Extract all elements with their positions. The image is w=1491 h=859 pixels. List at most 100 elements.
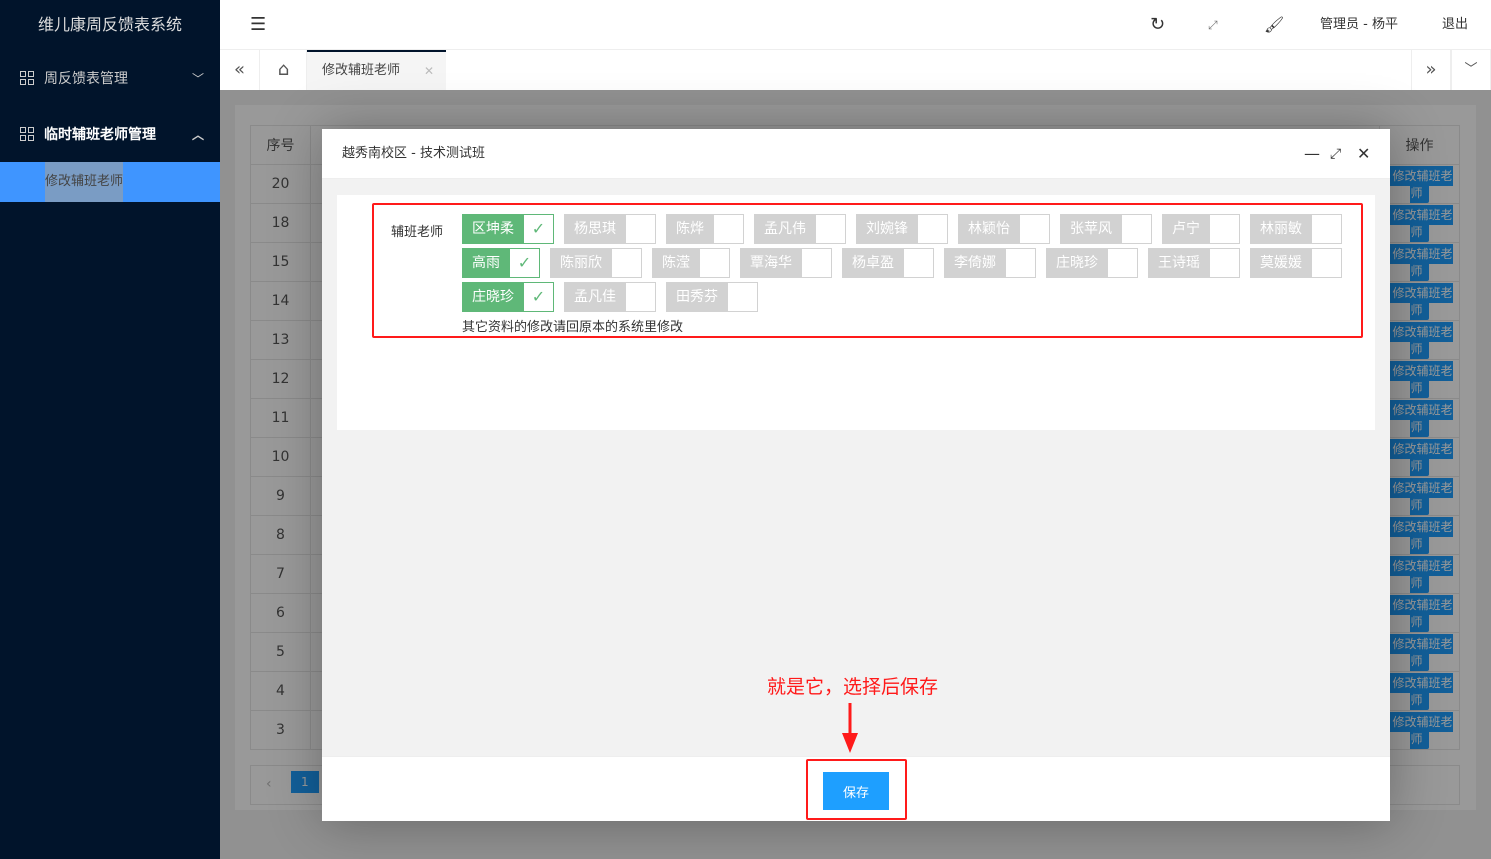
checkbox-box	[1006, 248, 1036, 278]
modal-header: 越秀南校区 - 技术测试班 — ⤢ ✕	[322, 129, 1390, 179]
teacher-name: 庄晓珍	[1046, 248, 1108, 278]
teacher-name: 李倚娜	[944, 248, 1006, 278]
sidebar-item-label: 临时辅班老师管理	[44, 127, 156, 143]
sidebar-subitem-label: 修改辅班老师	[45, 162, 124, 202]
edit-teacher-row-button[interactable]: 修改辅班老师	[1386, 361, 1453, 398]
teacher-checkbox[interactable]: 张苹风	[1060, 214, 1152, 244]
teacher-checkbox[interactable]: 刘婉锋	[856, 214, 948, 244]
checkbox-box	[1020, 214, 1050, 244]
chevron-down-icon: ﹀	[191, 72, 204, 86]
teacher-checkbox[interactable]: 林颖怡	[958, 214, 1050, 244]
logout-link[interactable]: 退出	[1442, 17, 1469, 32]
sidebar-item-temp-teacher[interactable]: 临时辅班老师管理 ︿	[0, 106, 220, 162]
row-index: 3	[250, 710, 311, 750]
theme-brush-icon[interactable]: 🖌	[1264, 15, 1285, 34]
teacher-checkbox[interactable]: 庄晓珍	[1046, 248, 1138, 278]
check-icon: ✓	[510, 248, 540, 278]
grid-icon	[20, 127, 34, 141]
menu-toggle-icon[interactable]: ☰	[250, 14, 267, 35]
col-header-index: 序号	[250, 125, 311, 165]
teacher-checkbox[interactable]: 孟凡伟	[754, 214, 846, 244]
teacher-name: 刘婉锋	[856, 214, 918, 244]
user-menu[interactable]: 管理员 - 杨平	[1320, 17, 1398, 32]
teacher-name: 陈烨	[666, 214, 714, 244]
scroll-right-icon[interactable]: »	[1411, 50, 1451, 90]
checkbox-box	[612, 248, 642, 278]
prev-page-icon[interactable]: ‹	[266, 776, 272, 792]
teacher-checkbox[interactable]: 孟凡佳	[564, 282, 656, 312]
teacher-checkbox[interactable]: 高雨✓	[462, 248, 540, 278]
checkbox-box	[714, 214, 744, 244]
checkbox-box	[1312, 248, 1342, 278]
teacher-name: 覃海华	[740, 248, 802, 278]
teacher-checkbox[interactable]: 杨思琪	[564, 214, 656, 244]
teacher-checkbox[interactable]: 庄晓珍✓	[462, 282, 554, 312]
teacher-name: 莫媛媛	[1250, 248, 1312, 278]
checkbox-box	[1210, 248, 1240, 278]
sidebar-subitem-edit-teacher[interactable]: 修改辅班老师	[0, 162, 220, 202]
teacher-checkbox[interactable]: 陈烨	[666, 214, 744, 244]
tab-menu-chevron-icon[interactable]: ﹀	[1451, 50, 1491, 90]
checkbox-box	[626, 282, 656, 312]
checkbox-box	[904, 248, 934, 278]
row-index: 11	[250, 398, 311, 438]
close-tab-icon[interactable]: ✕	[423, 64, 434, 78]
row-index: 4	[250, 671, 311, 711]
form-panel: 辅班老师 区坤柔✓杨思琪陈烨孟凡伟刘婉锋林颖怡张苹风卢宁林丽敏高雨✓陈丽欣陈滢覃…	[337, 195, 1375, 430]
teacher-checkbox[interactable]: 李倚娜	[944, 248, 1036, 278]
row-index: 13	[250, 320, 311, 360]
page-1[interactable]: 1	[291, 771, 319, 793]
home-icon[interactable]: ⌂	[261, 50, 307, 90]
checkbox-box	[1312, 214, 1342, 244]
teacher-checkbox[interactable]: 杨卓盈	[842, 248, 934, 278]
annotation-save-box	[806, 759, 907, 820]
check-icon: ✓	[524, 282, 554, 312]
minimize-icon[interactable]: —	[1304, 144, 1320, 163]
row-index: 10	[250, 437, 311, 477]
header: ☰ ↻ ⤢ 🖌 管理员 - 杨平 退出	[220, 0, 1491, 50]
annotation-arrow-icon	[842, 703, 858, 753]
teacher-checkbox[interactable]: 王诗瑶	[1148, 248, 1240, 278]
tab-edit-teacher[interactable]: 修改辅班老师 ✕	[307, 50, 446, 90]
checkbox-box	[626, 214, 656, 244]
teacher-checkbox-group: 区坤柔✓杨思琪陈烨孟凡伟刘婉锋林颖怡张苹风卢宁林丽敏高雨✓陈丽欣陈滢覃海华杨卓盈…	[462, 214, 1352, 312]
maximize-icon[interactable]: ⤢	[1330, 146, 1342, 162]
teacher-checkbox[interactable]: 田秀芬	[666, 282, 758, 312]
scroll-left-icon[interactable]: «	[220, 50, 260, 90]
teacher-name: 林丽敏	[1250, 214, 1312, 244]
teacher-name: 张苹风	[1060, 214, 1122, 244]
row-index: 8	[250, 515, 311, 555]
teacher-checkbox[interactable]: 卢宁	[1162, 214, 1240, 244]
fullscreen-icon[interactable]: ⤢	[1208, 18, 1218, 32]
chevron-up-icon: ︿	[191, 128, 204, 142]
teacher-checkbox[interactable]: 区坤柔✓	[462, 214, 554, 244]
teacher-checkbox[interactable]: 莫媛媛	[1250, 248, 1342, 278]
teacher-checkbox[interactable]: 陈滢	[652, 248, 730, 278]
row-index: 7	[250, 554, 311, 594]
tab-label: 修改辅班老师	[322, 63, 401, 78]
teacher-name: 孟凡伟	[754, 214, 816, 244]
teacher-name: 田秀芬	[666, 282, 728, 312]
modal-title: 越秀南校区 - 技术测试班	[342, 146, 485, 161]
annotation-text: 就是它，选择后保存	[767, 676, 939, 698]
modal-footer: 保存	[322, 756, 1390, 821]
help-note: 其它资料的修改请回原本的系统里修改	[462, 320, 684, 335]
tab-bar: « ⌂ 修改辅班老师 ✕ » ﹀	[220, 50, 1491, 90]
annotation-highlight-box	[372, 203, 1363, 338]
teacher-name: 高雨	[462, 248, 510, 278]
save-button[interactable]: 保存	[823, 772, 889, 810]
checkbox-box	[1122, 214, 1152, 244]
edit-teacher-modal: 越秀南校区 - 技术测试班 — ⤢ ✕ 辅班老师 区坤柔✓杨思琪陈烨孟凡伟刘婉锋…	[322, 129, 1390, 821]
teacher-checkbox[interactable]: 林丽敏	[1250, 214, 1342, 244]
teacher-name: 王诗瑶	[1148, 248, 1210, 278]
teacher-name: 庄晓珍	[462, 282, 524, 312]
row-index: 18	[250, 203, 311, 243]
checkbox-box	[918, 214, 948, 244]
teacher-checkbox[interactable]: 覃海华	[740, 248, 832, 278]
refresh-icon[interactable]: ↻	[1150, 14, 1166, 35]
sidebar-item-feedback[interactable]: 周反馈表管理 ﹀	[0, 50, 220, 106]
close-icon[interactable]: ✕	[1357, 144, 1371, 163]
teacher-name: 孟凡佳	[564, 282, 626, 312]
row-index: 14	[250, 281, 311, 321]
teacher-checkbox[interactable]: 陈丽欣	[550, 248, 642, 278]
